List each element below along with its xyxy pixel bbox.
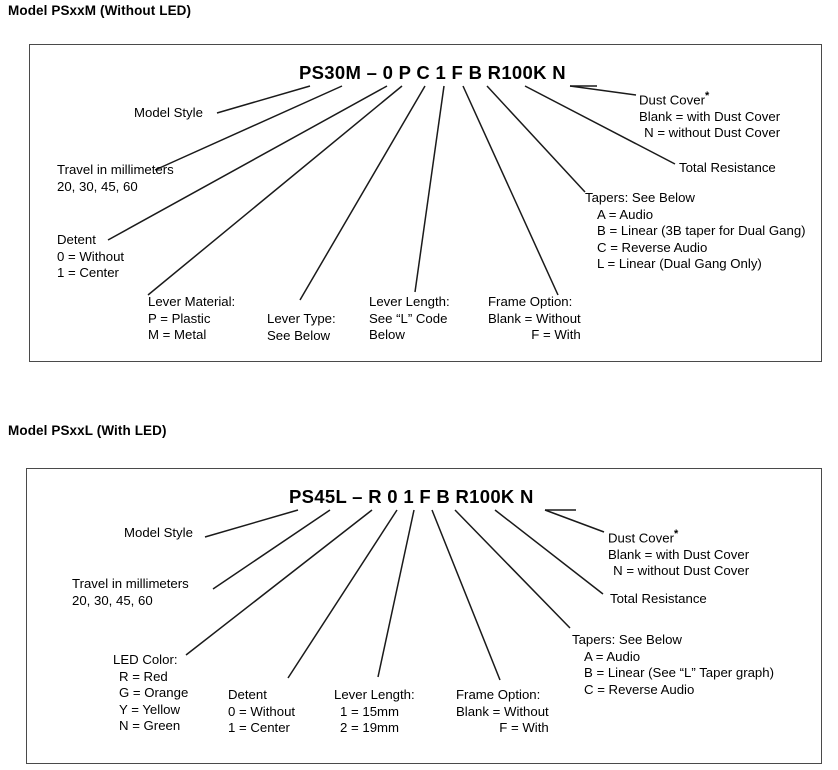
callout-lever-length-2: Lever Length: 1 = 15mm 2 = 19mm xyxy=(334,687,415,737)
callout-line: 20, 30, 45, 60 xyxy=(72,592,153,608)
callout-line: 1 = Center xyxy=(57,265,119,280)
callout-line: A = Audio xyxy=(584,648,641,664)
callout-line: Blank = Without xyxy=(456,703,549,719)
callout-total-resistance-2: Total Resistance xyxy=(610,591,707,608)
callout-line: 20, 30, 45, 60 xyxy=(57,178,138,194)
callout-line: 1 = Center xyxy=(228,720,290,735)
callout-line: Total Resistance xyxy=(610,591,707,606)
callout-line: Detent xyxy=(228,687,267,702)
callout-line: C = Reverse Audio xyxy=(597,239,708,255)
callout-dust-cover-1: Dust Cover* Blank = with Dust Cover N = … xyxy=(639,88,780,142)
callout-travel-1: Travel in millimeters 20, 30, 45, 60 xyxy=(57,162,174,195)
callout-line: Lever Length: xyxy=(334,687,415,702)
callout-line: 1 = 15mm xyxy=(340,703,400,719)
callout-line: M = Metal xyxy=(148,327,207,342)
callout-line: Dust Cover* xyxy=(639,88,780,109)
callout-line: B = Linear (3B taper for Dual Gang) xyxy=(597,223,806,238)
dust-cover-label: Dust Cover xyxy=(639,92,705,108)
callout-tapers-2: Tapers: See Below A = Audio B = Linear (… xyxy=(572,632,774,698)
callout-frame-option-1: Frame Option: Blank = Without F = With xyxy=(488,294,581,344)
callout-line: Frame Option: xyxy=(456,687,541,702)
callout-line: R = Red xyxy=(119,668,168,684)
dust-cover-label: Dust Cover xyxy=(608,530,674,546)
callout-frame-option-2: Frame Option: Blank = Without F = With xyxy=(456,687,549,737)
callout-line: C = Reverse Audio xyxy=(584,681,695,697)
callout-line: 0 = Without xyxy=(57,248,125,264)
callout-line: L = Linear (Dual Gang Only) xyxy=(597,256,762,271)
section-heading-model-psxxl: Model PSxxL (With LED) xyxy=(8,423,167,438)
callout-detent-2: Detent 0 = Without 1 = Center xyxy=(228,687,295,737)
callout-line: Tapers: See Below xyxy=(585,190,695,205)
callout-lever-type-1: Lever Type: See Below xyxy=(267,311,336,344)
callout-model-style-2: Model Style xyxy=(124,525,193,542)
callout-line: Blank = Without xyxy=(488,310,581,326)
callout-line: Tapers: See Below xyxy=(572,632,682,647)
callout-line: B = Linear (See “L” Taper graph) xyxy=(584,665,774,680)
footnote-asterisk: * xyxy=(704,90,710,102)
callout-line: P = Plastic xyxy=(148,310,211,326)
callout-line: Frame Option: xyxy=(488,294,573,309)
callout-line: 0 = Without xyxy=(228,703,296,719)
callout-tapers-1: Tapers: See Below A = Audio B = Linear (… xyxy=(585,190,806,273)
part-number-string-model-psxxm: PS30M – 0 P C 1 F B R100K N xyxy=(299,62,566,83)
callout-line: N = without Dust Cover xyxy=(613,563,750,579)
callout-dust-cover-2: Dust Cover* Blank = with Dust Cover N = … xyxy=(608,526,749,580)
callout-line: F = With xyxy=(499,720,549,735)
callout-detent-1: Detent 0 = Without 1 = Center xyxy=(57,232,124,282)
callout-line: 2 = 19mm xyxy=(340,720,400,735)
callout-line: See Below xyxy=(267,327,331,343)
callout-line: Model Style xyxy=(134,105,203,120)
callout-line: N = without Dust Cover xyxy=(644,125,781,141)
callout-lever-length-1: Lever Length: See “L” Code Below xyxy=(369,294,450,344)
callout-line: Blank = with Dust Cover xyxy=(608,546,750,562)
callout-line: Model Style xyxy=(124,525,193,540)
callout-line: Travel in millimeters xyxy=(57,162,174,177)
callout-line: Dust Cover* xyxy=(608,526,749,547)
callout-line: Below xyxy=(369,327,405,342)
callout-travel-2: Travel in millimeters 20, 30, 45, 60 xyxy=(72,576,189,609)
callout-line: N = Green xyxy=(119,718,181,733)
callout-lever-material-1: Lever Material: P = Plastic M = Metal xyxy=(148,294,235,344)
callout-line: A = Audio xyxy=(597,206,654,222)
callout-led-color-2: LED Color: R = Red G = Orange Y = Yellow… xyxy=(113,652,188,735)
callout-line: Y = Yellow xyxy=(119,701,180,717)
callout-line: Total Resistance xyxy=(679,160,776,175)
callout-line: Travel in millimeters xyxy=(72,576,189,591)
callout-line: See “L” Code xyxy=(369,310,448,326)
callout-total-resistance-1: Total Resistance xyxy=(679,160,776,177)
callout-line: Blank = with Dust Cover xyxy=(639,108,781,124)
callout-line: Lever Type: xyxy=(267,311,336,326)
callout-line: Lever Material: xyxy=(148,294,236,309)
callout-line: LED Color: xyxy=(113,652,178,667)
footnote-asterisk: * xyxy=(673,528,679,540)
callout-model-style-1: Model Style xyxy=(134,105,203,122)
part-number-string-model-psxxl: PS45L – R 0 1 F B R100K N xyxy=(289,486,534,507)
section-heading-model-psxxm: Model PSxxM (Without LED) xyxy=(8,3,192,18)
callout-line: F = With xyxy=(531,327,581,342)
diagram-panel-model-psxxl xyxy=(26,468,822,764)
callout-line: Detent xyxy=(57,232,96,247)
callout-line: Lever Length: xyxy=(369,294,450,309)
callout-line: G = Orange xyxy=(119,685,189,700)
